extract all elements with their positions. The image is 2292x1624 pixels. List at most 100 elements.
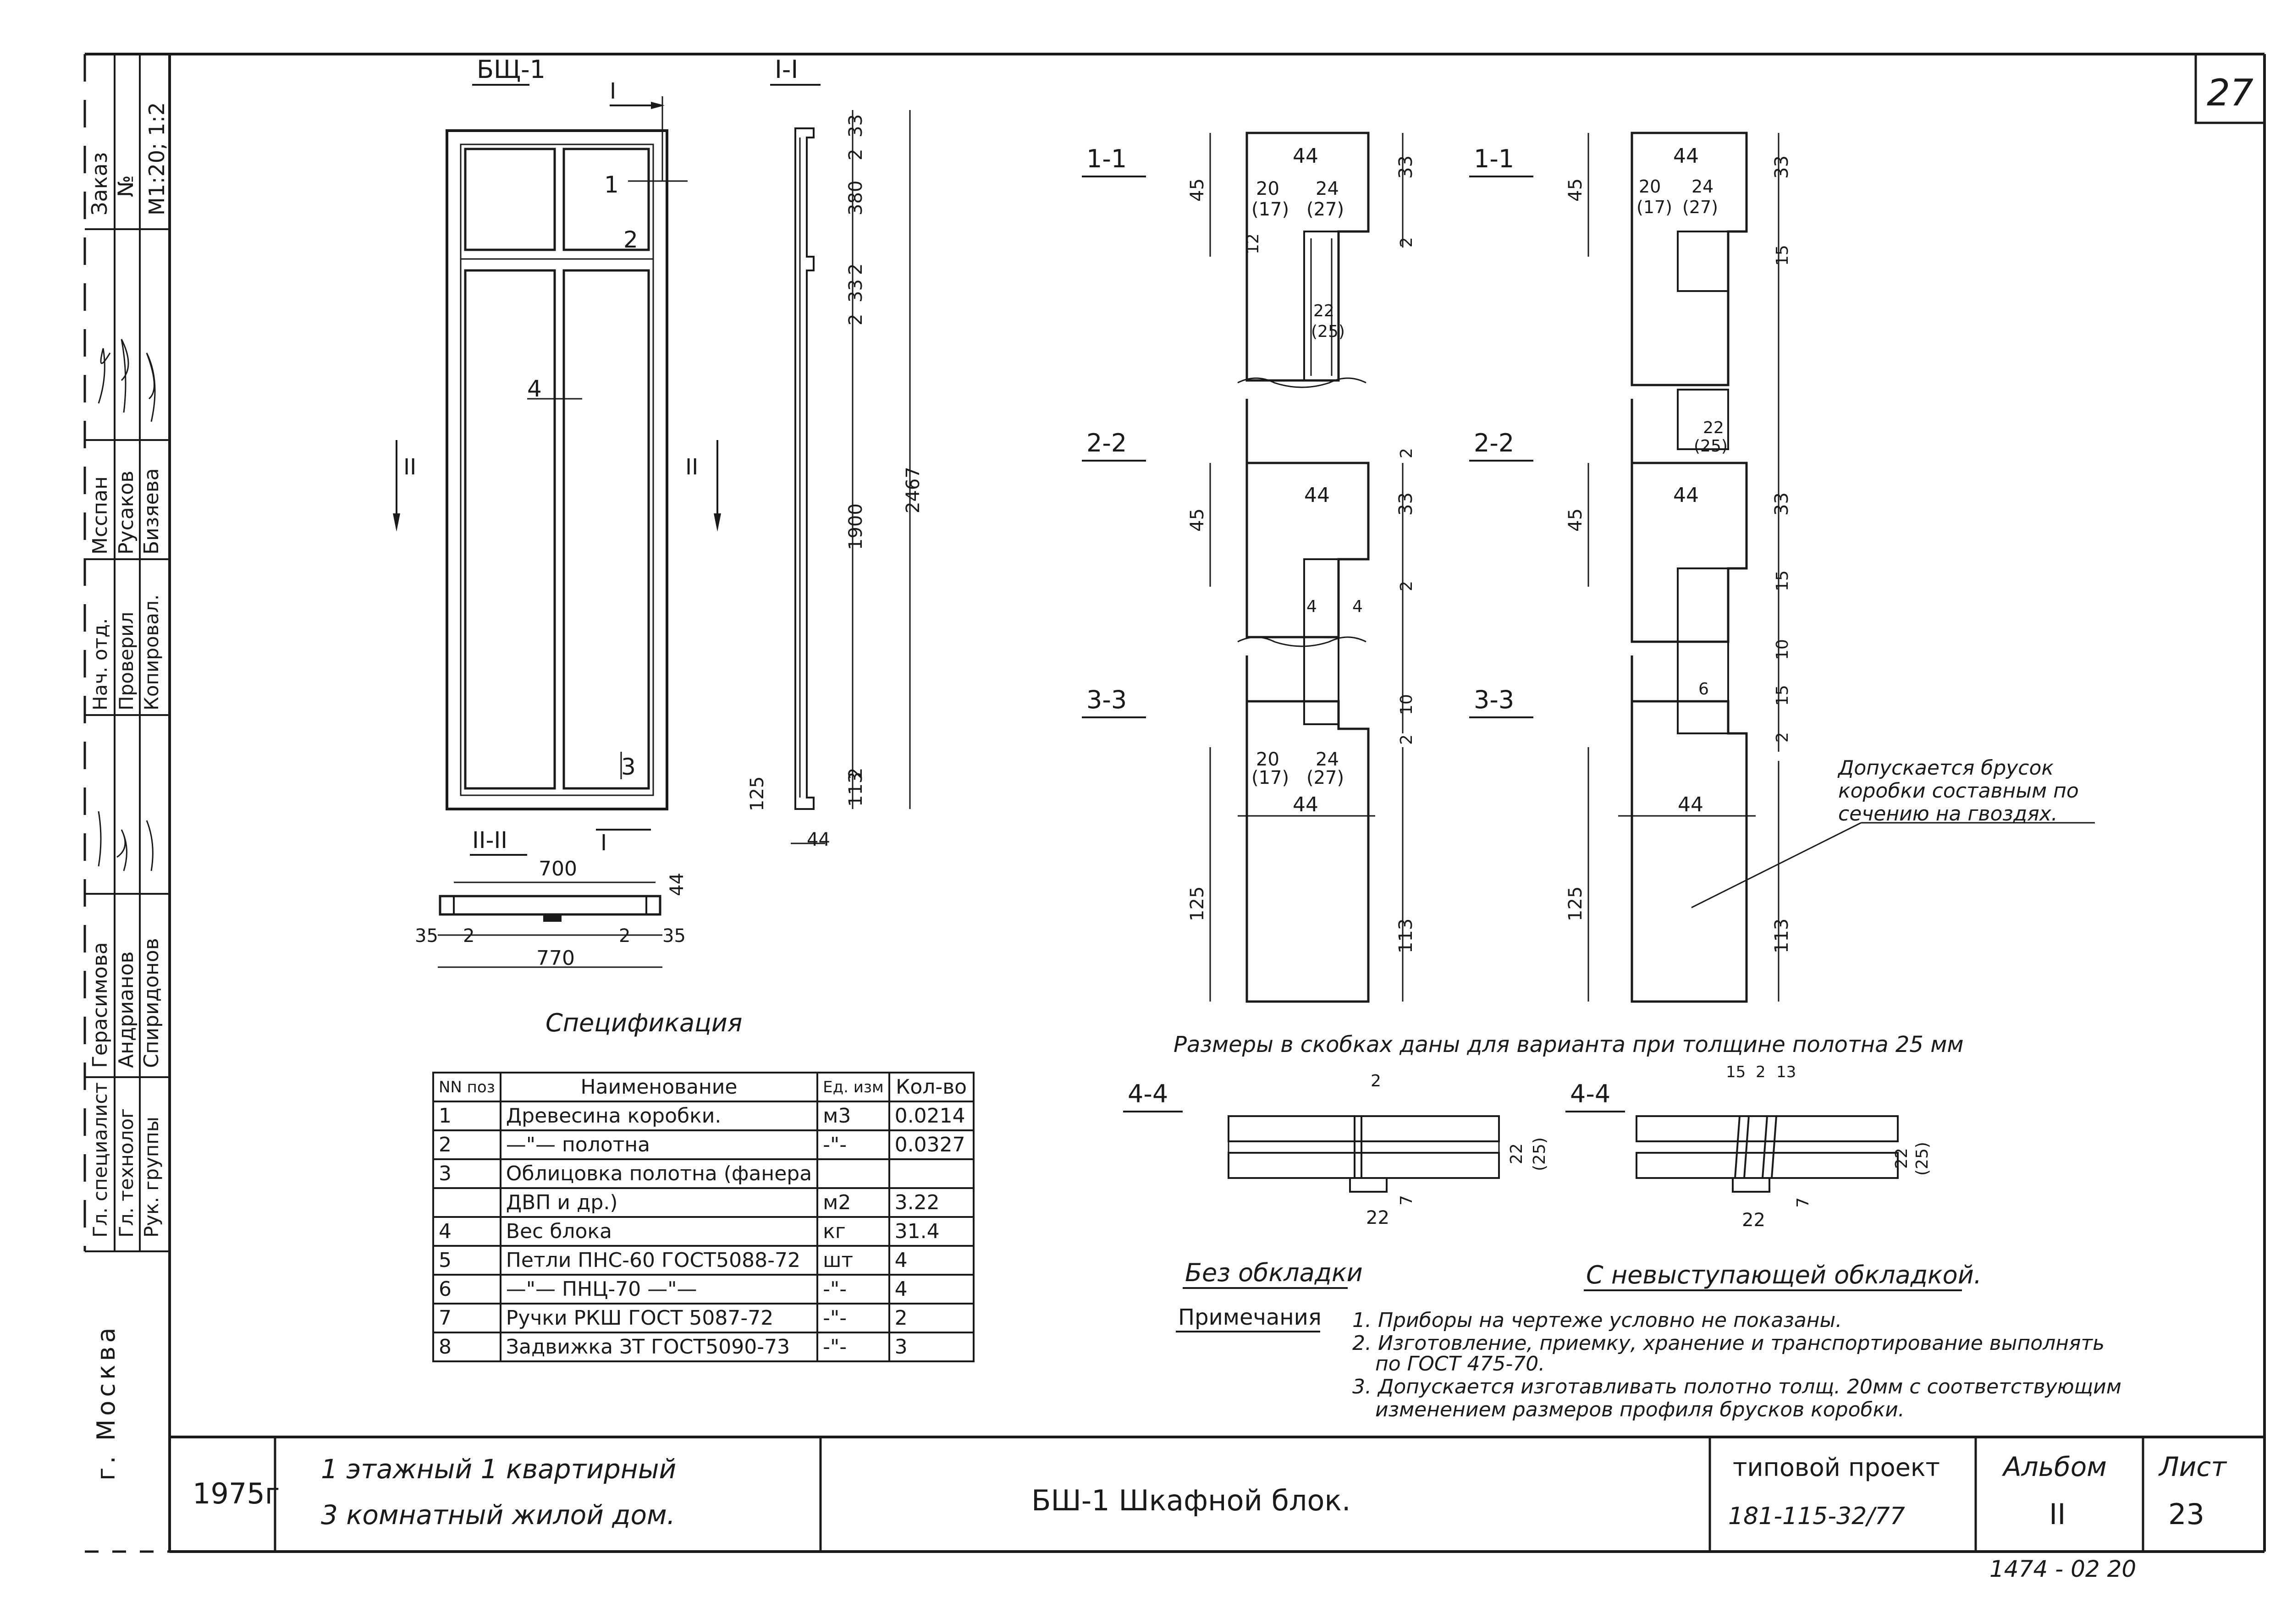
corner-number: 27 <box>2207 72 2253 114</box>
cell: -"- <box>816 1274 890 1305</box>
tb-drawing-title: БШ-1 Шкафной блок. <box>1031 1484 1351 1517</box>
label-3-3-right: 3-3 <box>1474 685 1514 714</box>
plan-II-II: II-II 700 44 35 2 2 35 770 <box>415 827 688 970</box>
sec-r-dim-25: (25) <box>1694 437 1728 456</box>
section-mark-I-top: I <box>610 78 616 104</box>
sec-r-dim-15-a: 15 <box>1773 245 1792 266</box>
sec-r-dim-10: 10 <box>1773 639 1792 660</box>
section-I-I: I-I 33 2 380 2 33 2 1900 2467 113 2 125 … <box>747 55 924 850</box>
sec-r-dim-6: 6 <box>1698 680 1709 699</box>
cell: 6 <box>432 1274 501 1305</box>
left-stamp: Заказ № М1:20; 1:2 Мсспан Русаков Бизяев… <box>85 54 170 1481</box>
sec-dim-2-c: 2 <box>1397 581 1416 591</box>
plan-title: II-II <box>472 827 507 853</box>
sec-dim-33-b: 33 <box>1395 492 1416 516</box>
sec1-dim-2d: 2 <box>845 768 866 779</box>
note-allowed-2: коробки составным по <box>1838 779 2079 803</box>
s44r-dim-22-b: 22 <box>1892 1148 1911 1169</box>
plan-dim-44: 44 <box>667 873 688 896</box>
cell: кг <box>816 1216 890 1247</box>
note-brackets: Размеры в скобках даны для варианта при … <box>1174 1032 1964 1057</box>
cell: 3 <box>888 1332 975 1362</box>
tb-album-label: Альбом <box>2001 1451 2107 1482</box>
stamp-role-4: Копировал. <box>140 595 163 710</box>
cell: м2 <box>816 1187 890 1218</box>
s44r-dim-25: (25) <box>1913 1142 1932 1176</box>
cell: 0.0327 <box>888 1129 975 1160</box>
sec-r-dim-33-a: 33 <box>1771 155 1792 179</box>
note-allowed-1: Допускается брусок <box>1837 756 2054 780</box>
stamp-name-1: Мсспан <box>88 476 112 555</box>
sec-dim-2-b: 2 <box>1397 448 1416 458</box>
sections-left: 1-1 2-2 3-3 44 44 44 20 (17) 24 (27) 20 … <box>1082 132 1416 1003</box>
cell: 8 <box>432 1332 501 1362</box>
sec-dim-44-c: 44 <box>1293 793 1318 816</box>
plan-dim-35-right: 35 <box>662 925 686 947</box>
plan-dim-700: 700 <box>539 857 577 881</box>
spec-header-pos: NN поз <box>432 1072 501 1102</box>
cell: 4 <box>432 1216 501 1247</box>
sec-dim-24-b: 24 <box>1316 749 1339 770</box>
cell: -"- <box>816 1332 890 1362</box>
sec1-dim-44: 44 <box>807 829 830 850</box>
stamp-role-5: Гл. специалист <box>89 1082 111 1238</box>
sec-dim-33-a: 33 <box>1395 155 1416 179</box>
sec-r-dim-45-a: 45 <box>1565 178 1586 202</box>
sections-right: 1-1 2-2 3-3 44 44 44 20 (17) 24 (27) 22 … <box>1469 132 2095 1003</box>
bottom-stamp: 1474 - 02 20 <box>1989 1556 2136 1582</box>
sec-r-dim-2: 2 <box>1773 732 1792 743</box>
cell: м3 <box>816 1101 890 1131</box>
cell: —"— ПНЦ-70 —"— <box>499 1274 819 1305</box>
s44r-dim-7: 7 <box>1794 1197 1813 1208</box>
sec-dim-4-a: 4 <box>1306 597 1317 616</box>
section-I-title: I-I <box>775 55 798 84</box>
cell: 31.4 <box>888 1216 975 1247</box>
sec-r-dim-113: 113 <box>1771 919 1792 953</box>
sec-r-dim-44-b: 44 <box>1673 484 1699 507</box>
plan-dim-35-left: 35 <box>415 925 438 947</box>
section-4-4: 4-4 2 22 22 (25) 7 Без обкладки 4-4 15 2… <box>1123 1063 1982 1291</box>
sec1-dim-380: 380 <box>845 181 866 215</box>
caption-right: С невыступающей обкладкой. <box>1586 1261 1982 1289</box>
cell: Облицовка полотна (фанера <box>499 1158 819 1189</box>
stamp-role-1: Нач. отд. <box>89 618 111 710</box>
stamp-number: № <box>113 175 138 197</box>
sec1-dim-125: 125 <box>747 776 768 811</box>
sec-r-dim-15-c: 15 <box>1773 685 1792 706</box>
cell: -"- <box>816 1303 890 1333</box>
sec-r-dim-27: (27) <box>1682 197 1718 217</box>
stamp-order: Заказ <box>87 152 112 215</box>
s44-dim-25: (25) <box>1530 1137 1549 1171</box>
sec-r-dim-20: 20 <box>1639 176 1661 197</box>
cell <box>888 1158 975 1189</box>
pos-3: 3 <box>621 754 636 780</box>
cell: 2 <box>888 1303 975 1333</box>
plan-dim-2-left: 2 <box>463 925 474 947</box>
tb-typical-number: 181-115-32/77 <box>1728 1503 1905 1530</box>
section-mark-I-bottom: I <box>601 830 607 856</box>
elevation-title: БЩ-1 <box>477 55 545 84</box>
sec-dim-24-a: 24 <box>1316 178 1339 199</box>
sec-dim-113-a: 113 <box>1395 919 1416 953</box>
sec-dim-27-a: (27) <box>1306 199 1344 220</box>
sec-dim-4-b: 4 <box>1352 597 1363 616</box>
spec-header-unit: Ед. изм <box>816 1072 890 1102</box>
stamp-role-6: Гл. технолог <box>115 1108 138 1238</box>
pos-2: 2 <box>623 226 638 253</box>
section-mark-II-left: II <box>403 454 416 480</box>
sec-dim-22-a: 22 <box>1313 302 1334 320</box>
sec-r-dim-17: (17) <box>1636 197 1672 217</box>
sec-dim-25-a: (25) <box>1311 322 1345 341</box>
s44-dim-7-a: 7 <box>1397 1195 1416 1206</box>
cell <box>816 1158 890 1189</box>
cell: ДВП и др.) <box>499 1187 819 1218</box>
sec-dim-20-a: 20 <box>1256 178 1279 199</box>
spec-header-row: NN поз Наименование Ед. изм Кол-во <box>432 1072 975 1102</box>
city-label: г. Москва <box>92 1324 121 1481</box>
sec1-dim-2c: 2 <box>845 314 866 325</box>
